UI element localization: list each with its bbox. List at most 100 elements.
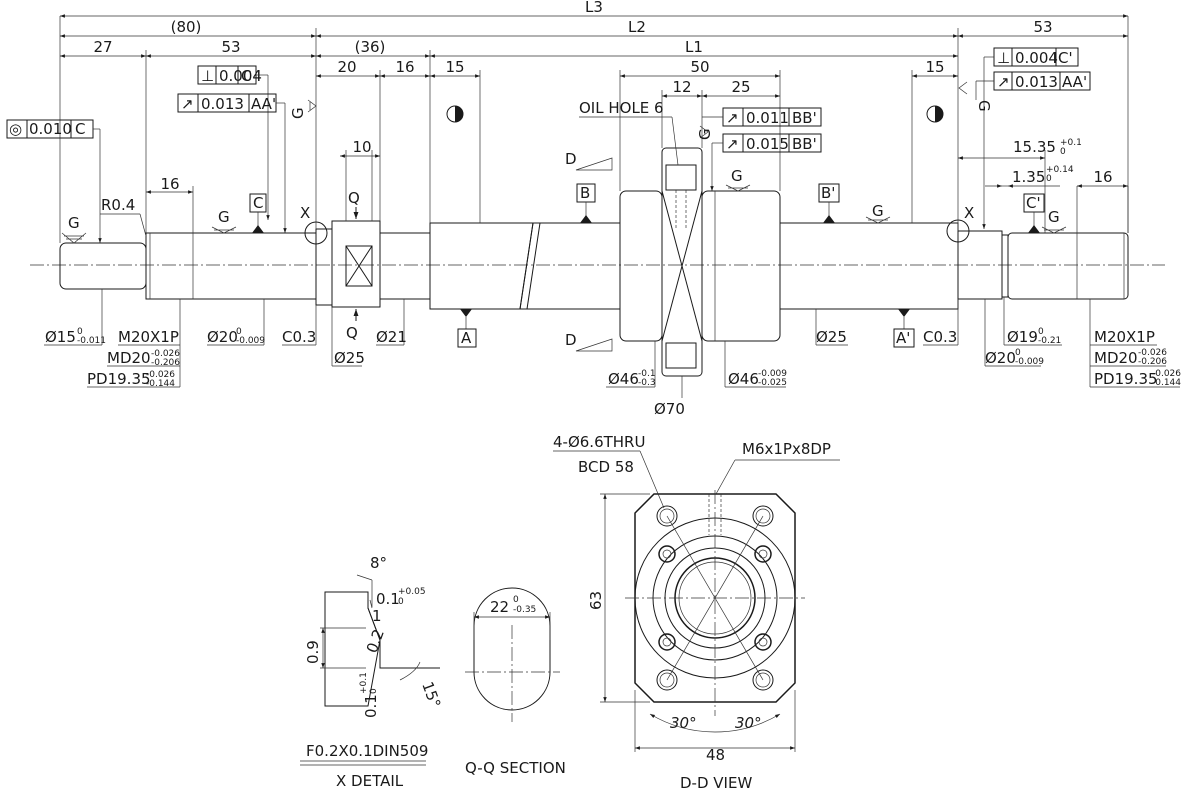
- svg-text:PD19.35: PD19.35: [1094, 370, 1158, 388]
- svg-text:+0.1: +0.1: [359, 672, 369, 694]
- tol-runout-right: ↗ 0.013 AA': [975, 71, 1091, 100]
- svg-text:G: G: [218, 208, 230, 226]
- q-section-title: Q-Q SECTION: [465, 759, 566, 777]
- svg-text:D: D: [565, 150, 577, 168]
- svg-text:G: G: [1048, 208, 1060, 226]
- svg-text:-0.025: -0.025: [758, 378, 787, 388]
- svg-text:-0.011: -0.011: [77, 336, 106, 346]
- svg-text:0: 0: [1038, 327, 1044, 337]
- dim-15-35: 15.35: [1013, 138, 1056, 156]
- svg-text:0.1: 0.1: [376, 590, 400, 608]
- tol-perp-right: ⊥ 0.004 C': [982, 47, 1079, 229]
- svg-text:0.004: 0.004: [219, 67, 262, 85]
- top-dimensions: L3 (80) L2 53 27 53 (36) L1 20 16 15 15: [59, 0, 1129, 243]
- dim-16-left: 16: [160, 175, 179, 193]
- svg-text:⊥: ⊥: [201, 67, 214, 85]
- svg-text:⊥: ⊥: [997, 49, 1010, 67]
- svg-text:-0.3: -0.3: [638, 378, 656, 388]
- svg-text:-0.21: -0.21: [1038, 336, 1061, 346]
- svg-text:0: 0: [513, 595, 519, 605]
- r04-label: R0.4: [101, 196, 135, 214]
- svg-text:0.1: 0.1: [362, 694, 380, 718]
- svg-text:0.015: 0.015: [746, 135, 789, 153]
- svg-text:0.013: 0.013: [1015, 73, 1058, 91]
- svg-text:↗: ↗: [726, 109, 739, 127]
- svg-text:0: 0: [369, 688, 379, 694]
- shaft-journal-right: [1007, 232, 1129, 300]
- ball-nut: [619, 147, 781, 377]
- svg-text:-0.009: -0.009: [758, 369, 787, 379]
- svg-text:Ø46: Ø46: [608, 370, 639, 388]
- svg-text:0: 0: [236, 327, 242, 337]
- dim-l3: L3: [585, 0, 603, 16]
- dim-80: (80): [171, 18, 202, 36]
- tap-label: M6x1Px8DP: [742, 440, 831, 458]
- svg-text:BB': BB': [792, 109, 817, 127]
- svg-text:◎: ◎: [9, 120, 22, 138]
- dim-10: 10: [352, 138, 371, 156]
- x-detail-spec: F0.2X0.1DIN509: [306, 742, 428, 760]
- wrench-flat: [331, 220, 381, 308]
- dim-20: 20: [337, 58, 356, 76]
- svg-text:G: G: [731, 167, 743, 185]
- dia15-label: Ø15: [45, 328, 76, 346]
- svg-text:C: C: [75, 120, 85, 138]
- svg-text:30°: 30°: [670, 714, 697, 732]
- dim-36: (36): [355, 38, 386, 56]
- dim-16-right: 16: [1093, 168, 1112, 186]
- svg-text:↗: ↗: [181, 95, 194, 113]
- svg-text:G: G: [68, 214, 80, 232]
- svg-text:Ø19: Ø19: [1007, 328, 1038, 346]
- svg-text:-0.009: -0.009: [1015, 357, 1044, 367]
- tol-runout-nut2: ↗ 0.015 BB': [710, 133, 822, 191]
- dim-27: 27: [93, 38, 112, 56]
- svg-text:-0.206: -0.206: [151, 358, 180, 368]
- tol-perp-left: ⊥ 0.004 C: [197, 65, 270, 220]
- screw-shaft-right: [779, 222, 959, 310]
- svg-text:0.2: 0.2: [363, 627, 388, 656]
- dim-50: 50: [690, 58, 709, 76]
- svg-text:0: 0: [398, 597, 404, 607]
- svg-text:0.010: 0.010: [29, 120, 72, 138]
- svg-text:Ø25: Ø25: [816, 328, 847, 346]
- svg-text:0.011: 0.011: [746, 109, 789, 127]
- svg-text:0.004: 0.004: [1015, 49, 1058, 67]
- m20-left: M20X1P: [118, 328, 179, 346]
- shaft-end-left: [59, 242, 147, 290]
- holes-label: 4-Ø6.6THRU: [553, 433, 645, 451]
- x-detail-title: X DETAIL: [336, 772, 404, 790]
- svg-text:+0.14: +0.14: [1046, 165, 1074, 175]
- datum-b2: B': [821, 184, 835, 202]
- bolt-heads: [658, 545, 772, 651]
- svg-text:PD19.35: PD19.35: [87, 370, 151, 388]
- q-section: 22 0-0.35 Q-Q SECTION: [465, 587, 566, 777]
- svg-text:-0.009: -0.009: [236, 336, 265, 346]
- svg-text:0: 0: [77, 327, 83, 337]
- dim-l2: L2: [628, 18, 646, 36]
- svg-text:48: 48: [706, 746, 725, 764]
- tol-conc-left: ◎ 0.010 C: [6, 119, 102, 243]
- svg-text:MD20: MD20: [107, 349, 151, 367]
- svg-text:-0.026: -0.026: [146, 370, 175, 380]
- dim-15-left: 15: [445, 58, 464, 76]
- svg-text:8°: 8°: [370, 554, 387, 572]
- shaft-body: [30, 219, 1165, 310]
- dim-15-right: 15: [925, 58, 944, 76]
- svg-text:-0.144: -0.144: [146, 379, 175, 389]
- svg-text:Ø46: Ø46: [728, 370, 759, 388]
- svg-text:BCD 58: BCD 58: [578, 458, 634, 476]
- dim-12: 12: [672, 78, 691, 96]
- tol-runout-nut1: ↗ 0.011 BB': [702, 107, 822, 127]
- svg-text:C': C': [1058, 49, 1073, 67]
- svg-text:↗: ↗: [997, 73, 1010, 91]
- svg-text:C0.3: C0.3: [282, 328, 316, 346]
- svg-text:Q: Q: [348, 189, 360, 207]
- svg-text:G: G: [975, 100, 993, 112]
- svg-text:G: G: [872, 202, 884, 220]
- d-view: 4-Ø6.6THRU BCD 58 M6x1Px8DP 63 48 30° 30…: [553, 433, 840, 792]
- svg-text:AA': AA': [251, 95, 276, 113]
- svg-text:Ø21: Ø21: [376, 328, 407, 346]
- svg-text:0: 0: [1046, 174, 1052, 184]
- datum-c: C: [253, 194, 263, 212]
